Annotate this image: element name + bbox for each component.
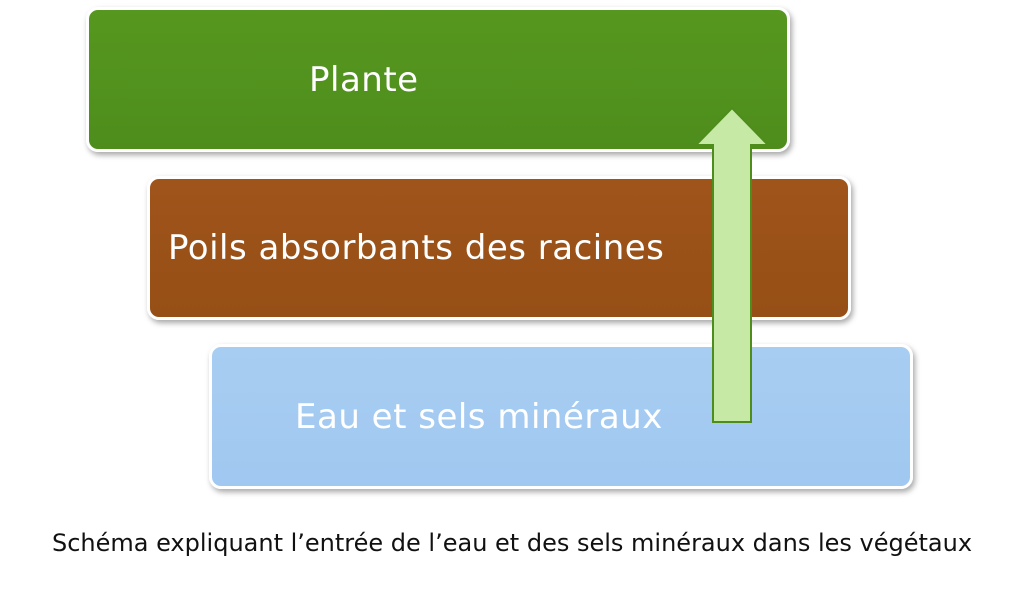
box-poils-absorbants-label: Poils absorbants des racines [168,228,665,268]
box-eau-sels-mineraux-label: Eau et sels minéraux [295,396,663,437]
diagram-caption: Schéma expliquant l’entrée de l’eau et d… [51,529,973,557]
box-poils-absorbants: Poils absorbants des racines [147,176,851,320]
box-plante-label: Plante [309,59,419,100]
box-eau-sels-mineraux: Eau et sels minéraux [209,344,913,489]
box-plante: Plante [86,7,790,152]
